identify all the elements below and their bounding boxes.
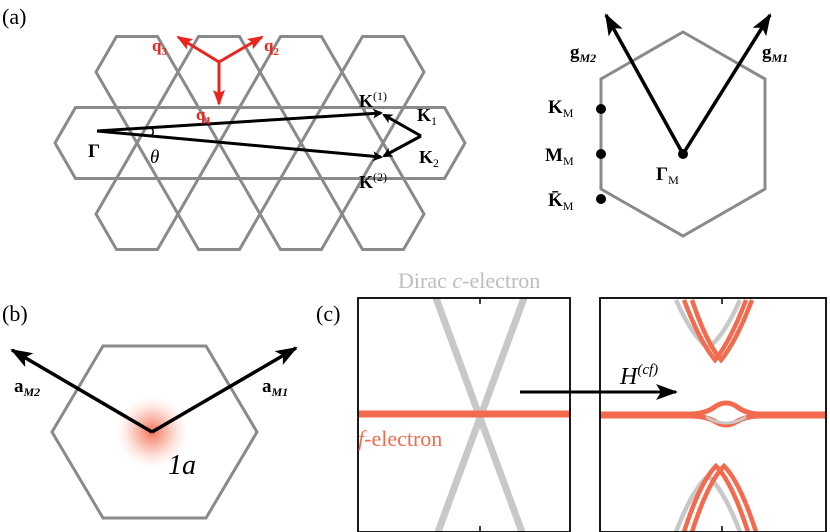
kbar-m-point [596, 194, 606, 204]
k2-vector-arrow [96, 129, 383, 162]
k1-vector-arrow [96, 108, 383, 133]
lattice-hexagon [381, 106, 467, 180]
kbar-m-label: K̄M [548, 190, 574, 213]
q1-label: q1 [196, 105, 211, 127]
am1-arrow [151, 346, 298, 434]
k-upper-label: K(1) [359, 89, 387, 111]
k2-label: K2 [419, 147, 439, 170]
upper-hybrid-band-orange-2 [689, 299, 755, 364]
theta-arc [149, 126, 154, 137]
middle-flat-band-lower [600, 413, 826, 428]
lower-hybrid-band-orange-2 [689, 462, 759, 532]
km-point [596, 104, 606, 114]
gm2-label: gM2 [570, 42, 596, 65]
left-plot-frame [357, 297, 571, 532]
gm1-arrow [681, 13, 772, 155]
hexagonal-lattice [53, 35, 467, 251]
q2-arrow [218, 35, 264, 64]
lattice-hexagon [94, 177, 180, 251]
panel-c-label: (c) [316, 301, 340, 326]
q3-label: q3 [152, 36, 167, 58]
upper-hybrid-band-orange-1 [681, 299, 749, 364]
q3-arrow [176, 35, 220, 64]
gm2-arrow [604, 13, 685, 155]
k-lower-label: K(2) [359, 170, 387, 192]
lower-hybrid-band-orange-1 [681, 462, 751, 532]
lattice-hexagon [340, 177, 426, 251]
am2-arrow [10, 348, 153, 434]
km-label: KM [548, 97, 574, 120]
right-plot-frame [599, 297, 827, 532]
hcf-label: H(cf) [619, 362, 658, 390]
lattice-hexagon [258, 177, 344, 251]
panel-a-label: (a) [2, 4, 26, 29]
am2-label: aM2 [14, 376, 40, 399]
mm-point [596, 149, 606, 159]
wyckoff-1a-label: 1a [168, 450, 196, 481]
lattice-hexagon [176, 177, 262, 251]
real-space-unit-cell [50, 344, 259, 520]
q2-label: q2 [264, 36, 279, 58]
k1-label: K1 [417, 105, 437, 128]
theta-label: θ [150, 147, 159, 168]
am1-label: aM1 [262, 376, 288, 399]
gm1-label: gM1 [762, 42, 788, 65]
mm-label: MM [545, 145, 574, 168]
right-band-plot [600, 299, 826, 532]
moire-brillouin-zone [599, 30, 767, 238]
k1-small-arrow [382, 113, 422, 138]
gamma-m-point [678, 149, 688, 159]
middle-gray-band [705, 415, 747, 425]
panel-b-label: (b) [2, 301, 28, 326]
f-electron-label: f-electron [358, 426, 442, 451]
gamma-label: Γ [88, 141, 100, 162]
k2-small-arrow [382, 134, 422, 158]
dirac-electron-label: Dirac c-electron [398, 268, 540, 293]
middle-flat-band-upper [600, 400, 826, 417]
gamma-m-label: ΓM [656, 164, 679, 187]
left-band-plot [358, 298, 570, 532]
